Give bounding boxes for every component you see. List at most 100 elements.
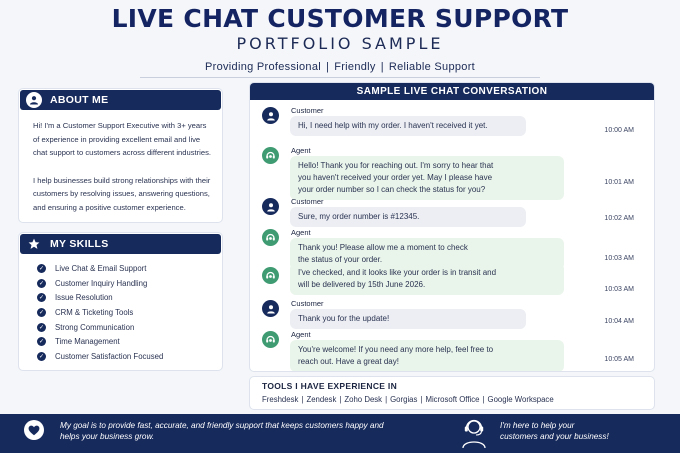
skill-item: ✓Strong Communication — [37, 320, 212, 335]
help-statement: I'm here to help your customers and your… — [500, 420, 675, 442]
goal-line: helps your business grow. — [60, 432, 155, 441]
skill-label: Live Chat & Email Support — [55, 263, 147, 273]
about-paragraph: I help businesses build strong relations… — [33, 175, 211, 212]
message-sender: Agent — [291, 228, 311, 237]
message-line: I've checked, and it looks like your ord… — [298, 268, 497, 277]
chat-message-agent: Agent You're welcome! If you need any mo… — [262, 330, 642, 371]
message-line: Thank you! Please allow me a moment to c… — [298, 243, 468, 252]
user-icon — [26, 92, 42, 108]
tool-separator: | — [301, 395, 304, 404]
message-line: your order number so I can check the sta… — [298, 185, 486, 194]
skill-item: ✓CRM & Ticketing Tools — [37, 305, 212, 320]
tagline-item: Reliable Support — [388, 61, 476, 73]
message-sender: Customer — [291, 197, 324, 206]
tools-heading: TOOLS I HAVE EXPERIENCE IN — [262, 381, 398, 391]
message-line: reach out. Have a great day! — [298, 357, 399, 366]
about-heading: ABOUT ME — [50, 94, 109, 106]
tagline: Providing Professional|Friendly|Reliable… — [140, 61, 540, 78]
tool-item: Gorgias — [390, 395, 418, 404]
skills-list: ✓ Live Chat & Email Support ✓ Customer Inq… — [19, 254, 222, 370]
message-time: 10:03 AM — [604, 286, 634, 293]
message-bubble: Hello! Thank you for reaching out. I'm s… — [290, 156, 564, 200]
check-icon: ✓ — [37, 337, 46, 347]
footer-banner: My goal is to provide fast, accurate, an… — [0, 414, 680, 453]
page-header: LIVE CHAT CUSTOMER SUPPORT PORTFOLIO SAM… — [0, 0, 680, 78]
page-subtitle: PORTFOLIO SAMPLE — [236, 34, 444, 53]
tool-item: Freshdesk — [262, 395, 299, 404]
tool-separator: | — [339, 395, 342, 404]
message-line: Thank you for the update! — [298, 314, 390, 323]
tagline-item: Providing Professional — [204, 61, 322, 73]
customer-avatar-icon — [262, 300, 279, 317]
check-icon: ✓ — [37, 351, 46, 361]
skill-item: ✓ Customer Inquiry Handling — [37, 276, 212, 291]
chat-panel: SAMPLE LIVE CHAT CONVERSATION Customer H… — [249, 82, 655, 372]
check-icon: ✓ — [37, 307, 46, 317]
about-heading-bar: ABOUT ME — [20, 90, 221, 110]
message-line: Hi, I need help with my order. I haven't… — [298, 121, 488, 130]
message-bubble: Hi, I need help with my order. I haven't… — [290, 116, 526, 136]
message-line: Sure, my order number is #12345. — [298, 212, 420, 221]
chat-message-customer: Customer Sure, my order number is #12345… — [262, 197, 642, 228]
tool-item: Google Workspace — [487, 395, 554, 404]
message-sender: Customer — [291, 106, 324, 115]
customer-avatar-icon — [262, 198, 279, 215]
message-sender: Customer — [291, 299, 324, 308]
chat-message-agent: Agent Hello! Thank you for reaching out.… — [262, 146, 642, 200]
goal-statement: My goal is to provide fast, accurate, an… — [60, 420, 410, 442]
skills-card: MY SKILLS ✓ Live Chat & Email Support ✓ Cu… — [18, 232, 223, 371]
chat-heading: SAMPLE LIVE CHAT CONVERSATION — [250, 83, 654, 100]
tools-card: TOOLS I HAVE EXPERIENCE IN Freshdesk|Zen… — [249, 376, 655, 410]
skill-label: Issue Resolution — [55, 293, 113, 303]
about-card: ABOUT ME Hi! I'm a Customer Support Exec… — [18, 88, 223, 223]
help-line: customers and your business! — [500, 432, 609, 441]
check-icon: ✓ — [37, 293, 46, 303]
tool-separator: | — [385, 395, 388, 404]
chat-message-customer: Customer Thank you for the update! 10:04… — [262, 299, 642, 330]
message-line: you haven't received your order yet. May… — [298, 173, 493, 182]
message-bubble: You're welcome! If you need any more hel… — [290, 340, 564, 371]
about-body: Hi! I'm a Customer Support Executive wit… — [19, 110, 222, 222]
skill-item: ✓ Time Management — [37, 334, 212, 349]
message-time: 10:05 AM — [604, 356, 634, 363]
message-time: 10:04 AM — [604, 318, 634, 325]
left-column: ABOUT ME Hi! I'm a Customer Support Exec… — [18, 88, 223, 380]
message-sender: Agent — [291, 146, 311, 155]
headset-agent-icon — [460, 417, 488, 453]
skill-item: ✓ Live Chat & Email Support — [37, 261, 212, 276]
message-time: 10:00 AM — [604, 127, 634, 134]
message-line: will be delivered by 15th June 2026. — [298, 280, 426, 289]
skill-label: Strong Communication — [55, 322, 135, 332]
message-line: the status of your order. — [298, 255, 383, 264]
message-line: You're welcome! If you need any more hel… — [298, 345, 494, 354]
tool-separator: | — [420, 395, 423, 404]
message-bubble: Thank you for the update! — [290, 309, 526, 329]
skills-heading: MY SKILLS — [50, 238, 109, 250]
agent-headset-icon — [262, 147, 279, 164]
help-line: I'm here to help your — [500, 421, 575, 430]
page-title: LIVE CHAT CUSTOMER SUPPORT — [111, 4, 569, 33]
message-time: 10:01 AM — [604, 179, 634, 186]
chat-message-customer: Customer Hi, I need help with my order. … — [262, 106, 642, 139]
star-icon — [26, 236, 42, 252]
tool-item: Zoho Desk — [344, 395, 383, 404]
agent-headset-icon — [262, 267, 279, 284]
tagline-separator: | — [326, 61, 330, 73]
message-bubble: I've checked, and it looks like your ord… — [290, 263, 564, 295]
heart-icon — [24, 420, 44, 440]
skill-label: Customer Satisfaction Focused — [55, 351, 164, 361]
goal-line: My goal is to provide fast, accurate, an… — [60, 421, 384, 430]
skill-label: Time Management — [55, 337, 120, 347]
skill-item: ✓ Customer Satisfaction Focused — [37, 349, 212, 364]
tool-separator: | — [482, 395, 485, 404]
skill-item: ✓ Issue Resolution — [37, 290, 212, 305]
check-icon: ✓ — [37, 278, 46, 288]
message-time: 10:02 AM — [604, 215, 634, 222]
tagline-separator: | — [380, 61, 384, 73]
tool-item: Microsoft Office — [425, 395, 480, 404]
chat-message-agent: I've checked, and it looks like your ord… — [262, 259, 642, 295]
skills-heading-bar: MY SKILLS — [20, 234, 221, 254]
chat-message-agent: Agent Thank you! Please allow me a momen… — [262, 228, 642, 270]
check-icon: ✓ — [37, 263, 46, 273]
skill-label: Customer Inquiry Handling — [55, 278, 148, 288]
